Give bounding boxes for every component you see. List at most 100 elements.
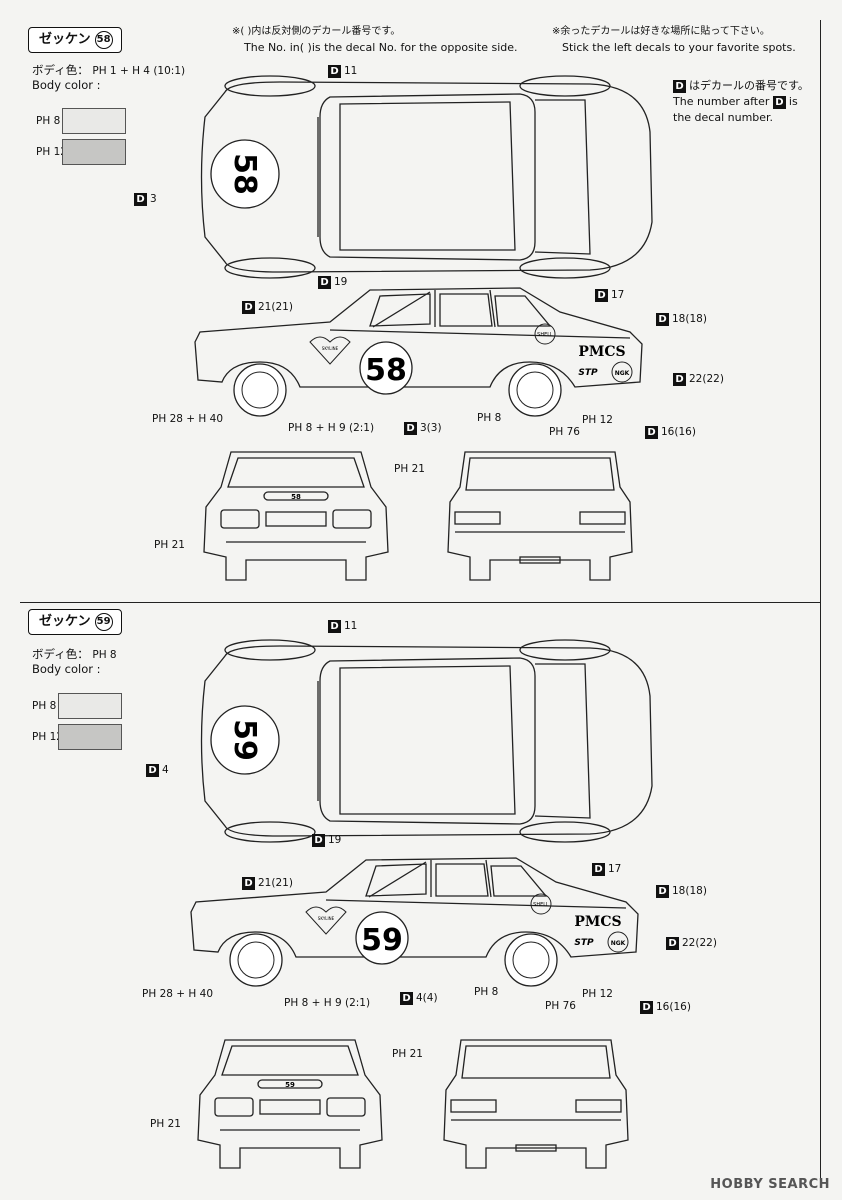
label-d3-text: 3 — [150, 193, 157, 205]
note-leftover-jp: ※余ったデカールは好きな場所に貼って下さい。 — [552, 26, 770, 37]
label-ph8-9: PH 8 + H 9 (2:1) — [288, 422, 375, 434]
label-ph21a: PH 21 — [394, 463, 425, 475]
car-rear-view-59 — [443, 1039, 629, 1169]
car-side-view-58: 58 PMCS STP NGK SHELL SKYLINE — [194, 287, 643, 417]
label-ph21a-59: PH 21 — [392, 1048, 423, 1060]
car-front-view-58: 58 — [203, 451, 389, 581]
label-d17-text: 17 — [611, 289, 625, 301]
color-swatch-2 — [62, 139, 126, 165]
body-color-jp-label: ボディ色： — [32, 63, 89, 77]
section-title-text: ゼッケン — [39, 32, 91, 47]
label-d16-text: 16(16) — [661, 426, 696, 438]
skyline-decal: SKYLINE — [322, 346, 339, 351]
skyline-decal: SKYLINE — [318, 916, 335, 921]
label-d4-text: 4 — [162, 764, 169, 776]
label-ph12: PH 12 — [582, 414, 613, 426]
note-decal-en-2: is — [788, 95, 798, 108]
label-ph8-59: PH 8 — [474, 986, 499, 998]
label-d21-text: 21(21) — [258, 301, 293, 313]
note-decal-en-3: the decal number. — [673, 111, 774, 124]
decal-d-icon: D — [673, 79, 686, 93]
swatch-label-1: PH 8 — [36, 115, 61, 127]
section-title-text: ゼッケン — [39, 614, 91, 629]
body-color-mix: PH 1 + H 4 (10:1) — [92, 65, 186, 77]
label-ph8-9-59: PH 8 + H 9 (2:1) — [284, 997, 371, 1009]
label-ph21b-59: PH 21 — [150, 1118, 181, 1130]
note-leftover-en: Stick the left decals to your favorite s… — [562, 41, 796, 54]
label-d4s-text: 4(4) — [416, 992, 438, 1004]
label-ph21b: PH 21 — [154, 539, 185, 551]
swatch-label-1-59: PH 8 — [32, 700, 57, 712]
note-decal-en-1: The number after — [673, 95, 770, 108]
body-color-jp-label: ボディ色： — [32, 647, 89, 661]
note-opposite-en: The No. in( )is the decal No. for the op… — [244, 41, 518, 54]
car-top-view-58: 58 — [200, 75, 653, 279]
label-ph8: PH 8 — [477, 412, 502, 424]
front-number: 59 — [285, 1081, 295, 1089]
decal-d-icon: D — [772, 95, 786, 109]
pmcs-decal: PMCS — [578, 344, 625, 360]
color-swatch-1 — [62, 108, 126, 134]
label-d19-text: 19 — [334, 276, 348, 288]
label-ph12-59: PH 12 — [582, 988, 613, 1000]
color-swatch-2-59 — [58, 724, 122, 750]
section-title-59: ゼッケン 59 — [28, 609, 122, 635]
shell-decal: SHELL — [533, 902, 549, 908]
label-d21-text: 21(21) — [258, 877, 293, 889]
body-color-en-59: Body color : — [32, 662, 101, 676]
body-color-jp-59: ボディ色： PH 8 — [32, 646, 117, 663]
stp-decal: STP — [578, 368, 598, 378]
label-d19-text: 19 — [328, 834, 342, 846]
side-number: 58 — [365, 353, 407, 388]
note-opposite-jp: ※( )内は反対側のデカール番号です。 — [232, 26, 401, 37]
swatch-label-2-59: PH 12 — [32, 731, 63, 743]
label-d22-text: 22(22) — [682, 937, 717, 949]
note-decal-jp: はデカールの番号です。 — [689, 79, 809, 92]
watermark: HOBBY SEARCH — [710, 1177, 830, 1192]
color-swatch-1-59 — [58, 693, 122, 719]
swatch-label-2: PH 12 — [36, 146, 67, 158]
body-color-jp: ボディ色： PH 1 + H 4 (10:1) — [32, 62, 185, 79]
car-rear-view-58 — [447, 451, 633, 581]
stp-decal: STP — [574, 938, 594, 948]
hood-number: 59 — [227, 719, 262, 761]
label-ph28: PH 28 + H 40 — [152, 413, 223, 425]
ngk-decal: NGK — [611, 940, 626, 947]
car-front-view-59: 59 — [197, 1039, 383, 1169]
pmcs-decal: PMCS — [574, 914, 621, 930]
label-d18-text: 18(18) — [672, 885, 707, 897]
label-d11-text: 11 — [344, 65, 358, 77]
front-number: 58 — [291, 493, 301, 501]
body-color-en: Body color : — [32, 78, 101, 92]
label-d17-text: 17 — [608, 863, 622, 875]
car-top-view-59: 59 — [200, 639, 653, 843]
label-d22-text: 22(22) — [689, 373, 724, 385]
shell-decal: SHELL — [537, 332, 553, 338]
label-d3s-text: 3(3) — [420, 422, 442, 434]
section-title-58: ゼッケン 58 — [28, 27, 122, 53]
section-number: 58 — [94, 31, 113, 49]
label-ph76-59: PH 76 — [545, 1000, 576, 1012]
side-number: 59 — [361, 923, 403, 958]
ngk-decal: NGK — [615, 370, 630, 377]
section-number: 59 — [94, 613, 113, 631]
section-frame-bottom — [20, 602, 821, 1183]
hood-number: 58 — [227, 153, 262, 195]
